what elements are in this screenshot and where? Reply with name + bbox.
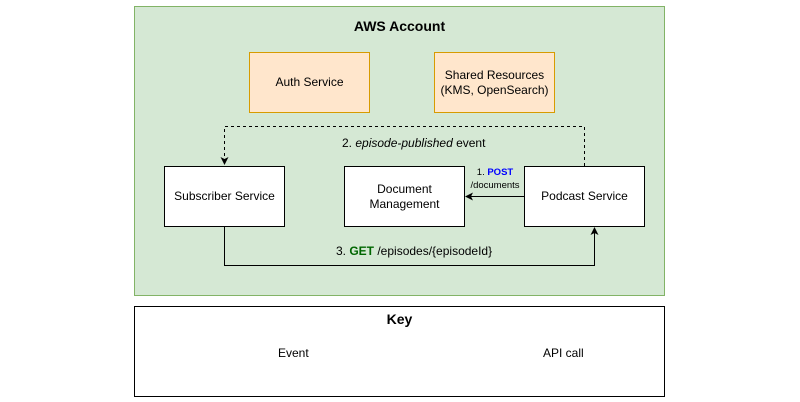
subscriber-service-node[interactable]: Subscriber Service — [164, 166, 285, 227]
shared-resources-node[interactable]: Shared Resources (KMS, OpenSearch) — [434, 52, 555, 113]
document-management-label: Document Management — [369, 182, 439, 212]
get-path: /episodes/{episodeId} — [374, 244, 493, 258]
event-label-prefix: 2. — [342, 136, 356, 150]
document-management-line2: Management — [369, 196, 440, 211]
shared-resources-line1: Shared Resources — [444, 67, 545, 82]
aws-account-title: AWS Account — [353, 18, 446, 34]
get-edge-subscriber-to-podcast[interactable] — [224, 227, 599, 266]
post-method: POST — [487, 167, 514, 178]
shared-resources-line2: (KMS, OpenSearch) — [440, 82, 549, 97]
event-edge-label: 2. episode-published event — [342, 136, 485, 150]
key-api-call-label: API call — [543, 346, 584, 360]
post-path: /documents — [470, 180, 520, 191]
subscriber-service-label: Subscriber Service — [174, 189, 275, 203]
get-edge-label: 3. GET /episodes/{episodeId} — [336, 244, 492, 258]
shared-resources-label: Shared Resources (KMS, OpenSearch) — [440, 68, 548, 98]
document-management-line1: Document — [377, 181, 432, 196]
key-title: Key — [386, 311, 413, 327]
post-edge-label: 1. POST /documents — [466, 166, 524, 192]
get-label-prefix: 3. — [336, 244, 350, 258]
event-edge-podcast-to-subscriber[interactable] — [220, 126, 585, 167]
post-label-prefix: 1. — [476, 167, 488, 178]
key-legend-box — [134, 306, 665, 397]
key-event-label: Event — [278, 346, 309, 360]
podcast-service-label: Podcast Service — [541, 189, 628, 203]
event-label-name: episode-published — [355, 136, 453, 150]
auth-service-node[interactable]: Auth Service — [249, 52, 370, 113]
document-management-node[interactable]: Document Management — [344, 166, 465, 227]
podcast-service-node[interactable]: Podcast Service — [524, 166, 645, 227]
event-label-suffix: event — [452, 136, 486, 150]
get-method: GET — [349, 244, 375, 258]
aws-account-container — [134, 6, 665, 296]
auth-service-label: Auth Service — [275, 75, 344, 89]
